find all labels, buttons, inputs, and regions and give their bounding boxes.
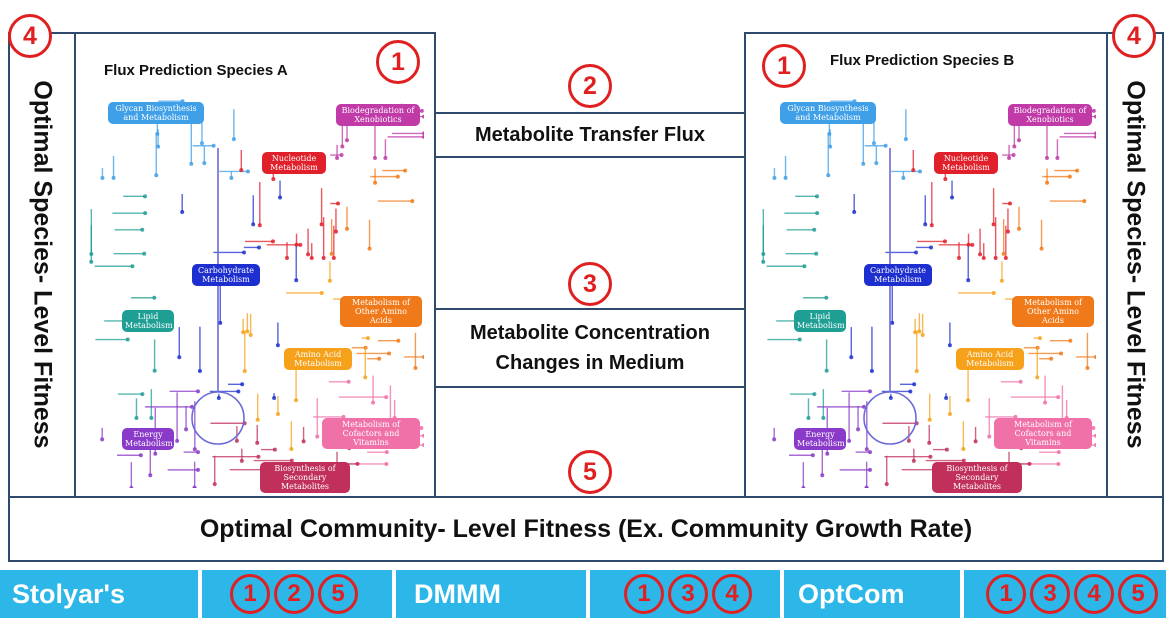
marker-1-species-b: 1 (762, 44, 806, 88)
map-label-other-amino: Metabolism of Other Amino Acids (340, 296, 422, 327)
marker-1-species-a: 1 (376, 40, 420, 84)
map-label-xenobiotics: Biodegradation of Xenobiotics (1008, 104, 1092, 126)
method-dmmm-label: DMMM (414, 579, 501, 609)
dmmm-marker-3: 3 (668, 574, 708, 614)
map-label-nucleotide: Nucleotide Metabolism (934, 152, 998, 174)
optcom-marker-4: 4 (1074, 574, 1114, 614)
optcom-marker-1: 1 (986, 574, 1026, 614)
map-label-cofactors: Metabolism of Cofactors and Vitamins (994, 418, 1092, 449)
stolyar-marker-1: 1 (230, 574, 270, 614)
marker-4-right: 4 (1112, 14, 1156, 58)
map-label-carbohydrate: Carbohydrate Metabolism (192, 264, 260, 286)
community-fitness-label: Optimal Community- Level Fitness (Ex. Co… (199, 515, 973, 543)
right-species-fitness-label: Optimal Species- Level Fitness (1121, 80, 1150, 449)
marker-3-concentration: 3 (568, 262, 612, 306)
map-label-energy: Energy Metabolism (122, 428, 174, 450)
method-bar-optcom-cell (784, 570, 960, 618)
map-label-lipid: Lipid Metabolism (794, 310, 846, 332)
optcom-marker-5: 5 (1118, 574, 1158, 614)
map-label-cofactors: Metabolism of Cofactors and Vitamins (322, 418, 420, 449)
map-label-glycan: Glycan Biosynthesis and Metabolism (780, 102, 876, 124)
marker-5-community: 5 (568, 450, 612, 494)
dmmm-marker-4: 4 (712, 574, 752, 614)
method-bar-dmmm-cell (396, 570, 586, 618)
method-optcom-label: OptCom (798, 579, 905, 609)
dmmm-marker-1: 1 (624, 574, 664, 614)
marker-2-transfer: 2 (568, 64, 612, 108)
map-label-glycan: Glycan Biosynthesis and Metabolism (108, 102, 204, 124)
map-label-amino: Amino Acid Metabolism (956, 348, 1024, 370)
species-b-title: Flux Prediction Species B (830, 52, 1015, 69)
method-stolyar-label: Stolyar's (12, 579, 125, 609)
metabolite-concentration-line1: Metabolite Concentration (469, 322, 710, 344)
map-label-nucleotide: Nucleotide Metabolism (262, 152, 326, 174)
metabolite-concentration-box: Metabolite Concentration Changes in Medi… (434, 308, 746, 388)
map-label-amino: Amino Acid Metabolism (284, 348, 352, 370)
marker-4-left: 4 (8, 14, 52, 58)
right-species-fitness-box (1106, 32, 1164, 498)
map-label-secondary: Biosynthesis of Secondary Metabolites (932, 462, 1022, 493)
map-label-other-amino: Metabolism of Other Amino Acids (1012, 296, 1094, 327)
map-label-carbohydrate: Carbohydrate Metabolism (864, 264, 932, 286)
left-species-fitness-box (8, 32, 76, 498)
community-fitness-box: Optimal Community- Level Fitness (Ex. Co… (8, 496, 1164, 562)
optcom-marker-3: 3 (1030, 574, 1070, 614)
metabolite-transfer-flux-label: Metabolite Transfer Flux (474, 124, 706, 146)
map-label-energy: Energy Metabolism (794, 428, 846, 450)
metabolite-transfer-flux-box: Metabolite Transfer Flux (434, 112, 746, 158)
metabolite-concentration-line2: Changes in Medium (495, 352, 685, 374)
stolyar-marker-2: 2 (274, 574, 314, 614)
map-label-secondary: Biosynthesis of Secondary Metabolites (260, 462, 350, 493)
map-label-xenobiotics: Biodegradation of Xenobiotics (336, 104, 420, 126)
stolyar-marker-5: 5 (318, 574, 358, 614)
method-bar-stolyar-cell (0, 570, 198, 618)
left-species-fitness-label: Optimal Species- Level Fitness (28, 80, 57, 449)
map-label-lipid: Lipid Metabolism (122, 310, 174, 332)
species-a-title: Flux Prediction Species A (104, 62, 288, 79)
